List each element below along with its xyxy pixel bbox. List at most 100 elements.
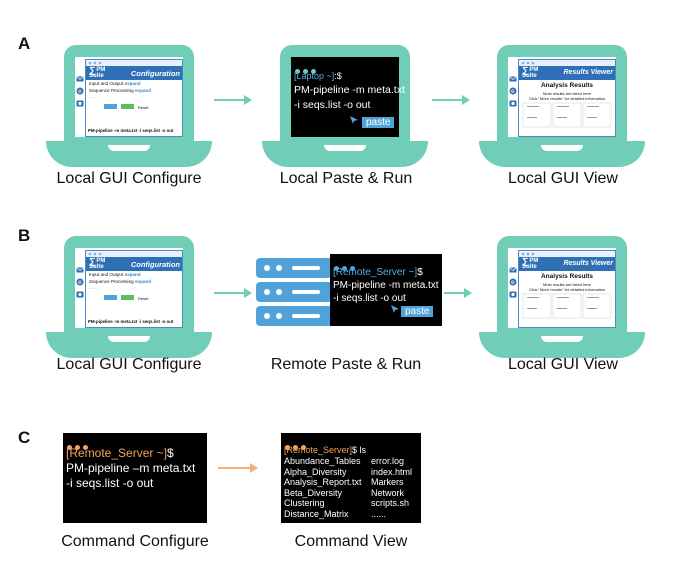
ls-prompt-end: $ ls: [352, 445, 367, 455]
ls-item: Beta_Diversity: [284, 487, 343, 498]
browser-e-icon: e: [76, 87, 84, 95]
cmd-prompt-end: $: [167, 446, 174, 460]
viewer-title: Results Viewer: [563, 260, 613, 267]
server-icon: [256, 258, 336, 328]
viewer-line1: Most results are listed here: [542, 282, 592, 287]
run-button[interactable]: [121, 295, 134, 300]
viewer-heading: Analysis Results: [540, 82, 594, 89]
remote-paste-button[interactable]: paste: [401, 306, 434, 317]
ls-item: Clustering: [284, 498, 325, 508]
camera-icon: [76, 100, 84, 107]
cmd-line2: -i seqs.list -o out: [66, 476, 154, 490]
camera-icon: [509, 291, 517, 298]
remote-prompt-end: $: [417, 267, 423, 278]
arrow-head-c1: [250, 463, 258, 473]
run-button[interactable]: [121, 104, 134, 109]
gui-more: - - - -: [89, 286, 99, 291]
caption-a3: Local GUI View: [508, 170, 618, 187]
ls-item: Markers: [371, 477, 404, 487]
ls-item: index.html: [371, 466, 413, 477]
gui-more: - - - -: [89, 95, 99, 100]
laptop-prompt-end: :$: [334, 71, 342, 81]
remote-prompt: [Remote_Server ~]: [333, 267, 418, 278]
reset-button[interactable]: Reset: [138, 296, 149, 301]
cmd-prompt: [Remote_Server ~]: [66, 446, 168, 460]
caption-a1: Local GUI Configure: [56, 170, 202, 187]
ls-item: ......: [371, 508, 387, 519]
window-dots: [521, 61, 535, 65]
caption-b2: Remote Paste & Run: [270, 356, 422, 373]
svg-text:e: e: [78, 88, 82, 95]
mail-icon: [509, 267, 517, 273]
results-grid: [522, 293, 612, 319]
viewer-line2: Click "More results" for detailed inform…: [528, 287, 606, 292]
ls-col1: Abundance_Tables Alpha_Diversity Analysi…: [284, 456, 362, 519]
window-dots: [88, 61, 102, 65]
laptop-paste-run: [Laptop ~]:$ PM-pipeline -m meta.txt -i …: [262, 45, 428, 167]
paste-button[interactable]: paste: [362, 117, 395, 128]
browser-e-icon: e: [76, 278, 84, 286]
viewer-heading: Analysis Results: [540, 273, 594, 280]
arrow-b2: [444, 292, 466, 294]
generate-button[interactable]: [104, 104, 117, 109]
viewer-title: Results Viewer: [563, 69, 613, 76]
arrow-c1: [218, 467, 252, 469]
mail-icon: [509, 76, 517, 82]
arrow-b1: [214, 292, 246, 294]
command-view-terminal[interactable]: [Remote_Server]$ ls Abundance_Tables Alp…: [281, 433, 421, 523]
gui-item-input-output: Input and Output expand: [89, 272, 141, 277]
remote-cmd-line1: PM-pipeline -m meta.txt: [333, 280, 439, 291]
gui-command-line: PM-pipeline -m meta.txt -i seqs.list -o …: [88, 128, 174, 133]
results-grid: [522, 102, 612, 128]
gui-command-line: PM-pipeline -m meta.txt -i seqs.list -o …: [88, 319, 174, 324]
remote-cmd-line2: -i seqs.list -o out: [333, 293, 406, 304]
gui-title: Configuration: [130, 69, 180, 78]
mail-icon: [76, 267, 84, 273]
window-dots: [88, 252, 102, 256]
viewer-line1: Most results are listed here: [542, 91, 592, 96]
arrow-head-b2: [464, 288, 472, 298]
reset-button[interactable]: Reset: [138, 105, 149, 110]
svg-text:e: e: [511, 88, 515, 95]
caption-c2: Command View: [294, 533, 408, 550]
arrow-head-a2: [462, 95, 470, 105]
remote-terminal[interactable]: [Remote_Server ~]$ PM-pipeline -m meta.t…: [330, 254, 442, 326]
browser-e-icon: e: [509, 278, 517, 286]
ls-item: Network: [371, 487, 405, 498]
svg-text:e: e: [511, 279, 515, 286]
ls-item: Alpha_Diversity: [284, 466, 347, 477]
ls-item: Analysis_Report.txt: [284, 477, 362, 487]
generate-button[interactable]: [104, 295, 117, 300]
gui-title: Configuration: [130, 260, 180, 269]
laptop-terminal[interactable]: [Laptop ~]:$ PM-pipeline -m meta.txt -i …: [291, 57, 405, 137]
cmd-line1: PM-pipeline –m meta.txt: [66, 461, 196, 475]
laptop-prompt: [Laptop ~]: [294, 71, 335, 81]
arrow-head-b1: [244, 288, 252, 298]
caption-b1: Local GUI Configure: [56, 356, 202, 373]
row-label-c: C: [18, 428, 31, 447]
ls-item: Abundance_Tables: [284, 456, 361, 466]
gui-item-seq-processing: Sequence Processing expand: [89, 88, 152, 93]
laptop-cmd-line1: PM-pipeline -m meta.txt: [294, 84, 405, 96]
cursor-icon: [350, 116, 358, 124]
ls-col2: error.log index.html Markers Network scr…: [371, 456, 412, 519]
command-configure-terminal[interactable]: [Remote_Server ~]$ PM-pipeline –m meta.t…: [63, 433, 207, 523]
ls-item: Distance_Matrix: [284, 508, 349, 519]
caption-c1: Command Configure: [61, 533, 209, 550]
arrow-a2: [432, 99, 464, 101]
laptop-cmd-line2: -i seqs.list -o out: [294, 99, 371, 111]
arrow-head-a1: [244, 95, 252, 105]
caption-b3: Local GUI View: [508, 356, 618, 373]
camera-icon: [76, 291, 84, 298]
arrow-a1: [214, 99, 246, 101]
browser-e-icon: e: [509, 87, 517, 95]
